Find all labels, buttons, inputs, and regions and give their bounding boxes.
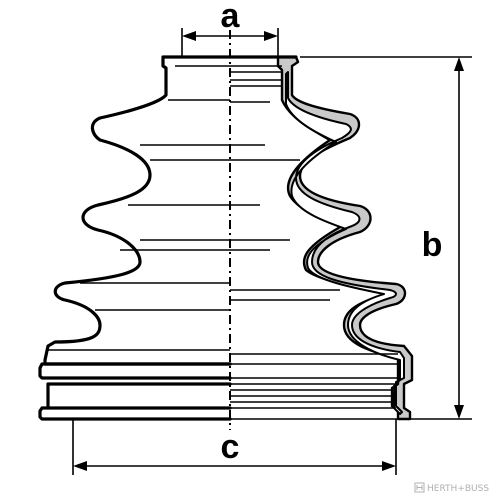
left-section-lines xyxy=(48,65,230,351)
watermark-text: HERTH+BUSS xyxy=(427,484,489,494)
boot-wall-hollow xyxy=(285,71,405,415)
boot-outer-silhouette xyxy=(43,55,232,366)
boot-base-rings-left xyxy=(38,362,232,421)
herth-buss-logo: HERTH+BUSS xyxy=(414,482,489,494)
right-section-lines xyxy=(230,65,398,420)
dimension-label-a: a xyxy=(221,0,241,35)
dimension-label-c: c xyxy=(221,428,240,466)
dimension-label-b: b xyxy=(422,226,443,264)
dimension-b xyxy=(300,56,472,420)
dimension-c xyxy=(72,419,397,475)
dimension-a xyxy=(181,28,279,57)
